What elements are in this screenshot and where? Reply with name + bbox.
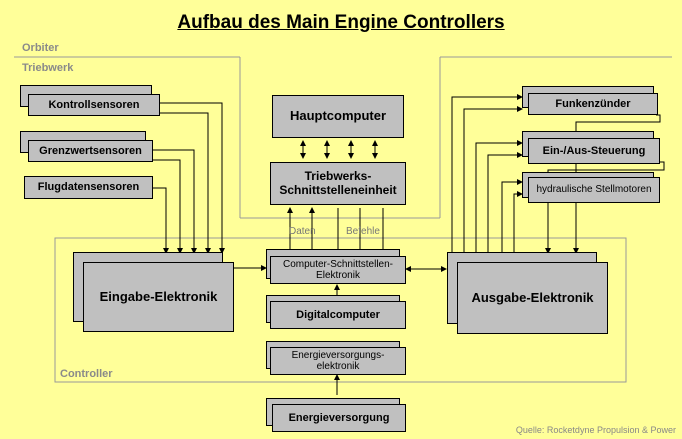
diagram-title: Aufbau des Main Engine Controllers	[177, 12, 505, 33]
flugdatensensoren-label: Flugdatensensoren	[37, 181, 140, 194]
ein-aus-steuerung-label: Ein-/Aus-Steuerung	[542, 144, 646, 157]
kontrollsensoren-box: Kontrollsensoren	[28, 94, 160, 116]
hauptcomputer-label: Hauptcomputer	[289, 108, 387, 124]
energieversorgung-box: Energieversorgung	[272, 404, 406, 432]
energie-elektronik-label-line1: Energieversorgungs-	[291, 349, 385, 361]
energieversorgungs-elektronik-box: Energieversorgungs- elektronik	[270, 347, 406, 375]
funkenzuender-box: Funkenzünder	[528, 93, 658, 115]
eingabe-elektronik-box: Eingabe-Elektronik	[83, 262, 234, 332]
zone-label-controller: Controller	[60, 368, 113, 380]
stellmotoren-box: hydraulische Stellmotoren	[528, 177, 660, 203]
energieversorgung-label: Energieversorgung	[288, 411, 390, 424]
ausgabe-elektronik-box: Ausgabe-Elektronik	[457, 262, 608, 334]
grenzwertsensoren-label: Grenzwertsensoren	[39, 144, 142, 157]
zone-label-orbiter: Orbiter	[22, 42, 59, 54]
stellmotoren-label: hydraulische Stellmotoren	[536, 184, 652, 196]
eingabe-elektronik-label: Eingabe-Elektronik	[99, 288, 218, 304]
computer-schnittstellen-elektronik-box: Computer-Schnittstellen- Elektronik	[270, 256, 406, 284]
flow-label-daten: Daten	[289, 226, 316, 237]
kontrollsensoren-label: Kontrollsensoren	[48, 98, 140, 111]
source-credit: Quelle: Rocketdyne Propulsion & Power	[515, 425, 676, 435]
digitalcomputer-label: Digitalcomputer	[296, 308, 380, 321]
hauptcomputer-box: Hauptcomputer	[272, 95, 404, 138]
ein-aus-steuerung-box: Ein-/Aus-Steuerung	[528, 138, 660, 164]
digitalcomputer-box: Digitalcomputer	[270, 301, 406, 329]
triebwerks-schnittstelleneinheit-box: Triebwerks- Schnittstelleneinheit	[270, 162, 406, 205]
schnittstelle-label-line1: Triebwerks-	[304, 168, 372, 183]
flow-label-befehle: Befehle	[346, 226, 380, 237]
energie-elektronik-label-line2: elektronik	[316, 361, 360, 372]
funkenzuender-label: Funkenzünder	[555, 97, 631, 110]
computer-schnitt-label-line1: Computer-Schnittstellen-	[282, 258, 394, 270]
ausgabe-elektronik-label: Ausgabe-Elektronik	[471, 289, 594, 305]
schnittstelle-label-line2: Schnittstelleneinheit	[279, 182, 397, 197]
computer-schnitt-label-line2: Elektronik	[316, 270, 360, 281]
zone-label-triebwerk: Triebwerk	[22, 62, 74, 74]
flugdatensensoren-box: Flugdatensensoren	[24, 176, 153, 199]
grenzwertsensoren-box: Grenzwertsensoren	[28, 140, 153, 162]
